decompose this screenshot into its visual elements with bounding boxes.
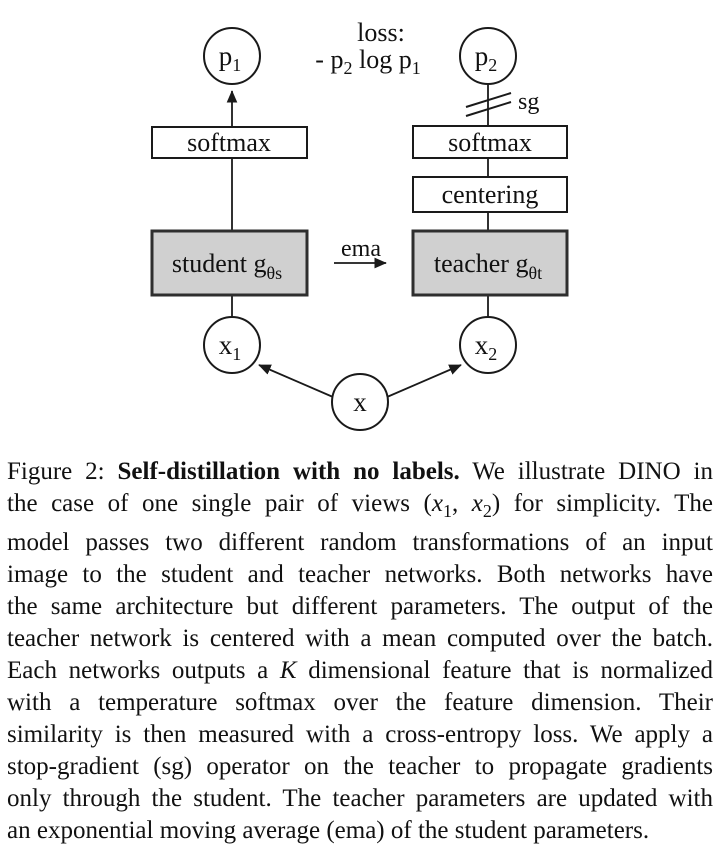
- teacher-label-sub: θt: [528, 263, 542, 283]
- p2-node: [459, 27, 517, 85]
- caption-line: Figure 2: Self-distillation with no labe…: [7, 456, 713, 488]
- x-input-label: x: [353, 387, 367, 417]
- student-label-main: student g: [172, 249, 267, 278]
- caption-line: model passes two different random transf…: [7, 527, 713, 559]
- x1-label: x1: [219, 330, 242, 364]
- loss-formula-sub2: 2: [343, 58, 352, 78]
- caption-line: only through the student. The teacher pa…: [7, 783, 713, 815]
- p2-label-sub: 2: [488, 55, 497, 75]
- student-label-sub: θs: [266, 263, 282, 283]
- caption-run: Self-distillation with no labels.: [117, 458, 460, 485]
- student-network-box: [150, 229, 309, 297]
- ema-label: ema: [341, 236, 381, 262]
- loss-formula-p: - p: [315, 45, 343, 74]
- caption-line: similarity is then measured with a cross…: [7, 719, 713, 751]
- caption-run: 1: [442, 501, 452, 521]
- caption-run: 2: [482, 501, 492, 521]
- stop-gradient-slash-icon: [465, 92, 512, 108]
- caption-run: dimensional feature that is normalized: [296, 657, 713, 684]
- centering-label: centering: [442, 180, 539, 209]
- p1-node: [203, 27, 261, 85]
- p2-label-main: p: [475, 41, 489, 71]
- sg-label: sg: [518, 89, 539, 115]
- caption-line: the same architecture but different para…: [7, 591, 713, 623]
- caption-run: x: [471, 490, 483, 517]
- caption-run: We illustrate DINO in: [459, 458, 714, 485]
- caption-run: stop-gradient (sg) operator on the teach…: [7, 753, 713, 780]
- figure-caption: Figure 2: Self-distillation with no labe…: [7, 456, 713, 847]
- caption-line: image to the student and teacher network…: [7, 559, 713, 591]
- caption-run: the same architecture but different para…: [7, 593, 713, 620]
- softmax-box-teacher: [412, 125, 568, 159]
- centering-box: [412, 176, 568, 213]
- caption-line: an exponential moving average (ema) of t…: [7, 815, 713, 847]
- caption-run: Figure 2:: [7, 458, 118, 485]
- x2-node: [459, 316, 517, 374]
- caption-line: with a temperature softmax over the feat…: [7, 687, 713, 719]
- caption-run: ) for simplicity. The: [491, 490, 713, 517]
- arrow-x-to-x1: [258, 364, 334, 398]
- caption-run: teacher network is centered with a mean …: [7, 625, 713, 652]
- caption-run: image to the student and teacher network…: [7, 561, 713, 588]
- caption-run: model passes two different random transf…: [7, 529, 713, 556]
- caption-line: teacher network is centered with a mean …: [7, 623, 713, 655]
- softmax-box-student: [151, 126, 308, 159]
- x1-node: [203, 316, 261, 374]
- caption-run: x: [431, 490, 443, 517]
- p1-label-sub: 1: [232, 55, 241, 75]
- caption-line: stop-gradient (sg) operator on the teach…: [7, 751, 713, 783]
- caption-run: K: [279, 657, 297, 684]
- arrow-x-to-x2: [386, 364, 462, 398]
- loss-formula: - p2 log p1: [315, 45, 420, 78]
- x2-label-main: x: [475, 330, 489, 360]
- x1-label-main: x: [219, 330, 233, 360]
- caption-run: similarity is then measured with a cross…: [7, 721, 713, 748]
- teacher-label-main: teacher g: [434, 249, 529, 278]
- p1-label-main: p: [219, 41, 233, 71]
- loss-formula-sub1: 1: [412, 58, 421, 78]
- caption-run: an exponential moving average (ema) of t…: [7, 817, 650, 844]
- p2-label: p2: [475, 41, 498, 75]
- caption-line: the case of one single pair of views (x1…: [7, 488, 713, 527]
- p1-label: p1: [219, 41, 242, 75]
- caption-run: Each networks outputs a: [7, 657, 280, 684]
- loss-title: loss:: [357, 18, 405, 47]
- caption-run: ,: [451, 490, 472, 517]
- dino-architecture-diagram: sg loss: - p2 log p1 p1 p2 softmax softm…: [150, 18, 569, 431]
- softmax-label-student: softmax: [187, 128, 271, 157]
- softmax-label-teacher: softmax: [448, 128, 532, 157]
- teacher-network-label: teacher gθt: [434, 249, 542, 283]
- x2-label: x2: [475, 330, 498, 364]
- caption-run: only through the student. The teacher pa…: [7, 785, 713, 812]
- student-network-label: student gθs: [172, 249, 282, 283]
- caption-line: Each networks outputs a K dimensional fe…: [7, 655, 713, 687]
- stop-gradient-slash-icon: [465, 101, 512, 117]
- x1-label-sub: 1: [232, 344, 241, 364]
- x2-label-sub: 2: [488, 344, 497, 364]
- caption-run: the case of one single pair of views (: [7, 490, 432, 517]
- x-input-node: [331, 373, 389, 431]
- caption-run: with a temperature softmax over the feat…: [7, 689, 713, 716]
- teacher-network-box: [411, 229, 569, 297]
- loss-formula-log: log p: [352, 45, 411, 74]
